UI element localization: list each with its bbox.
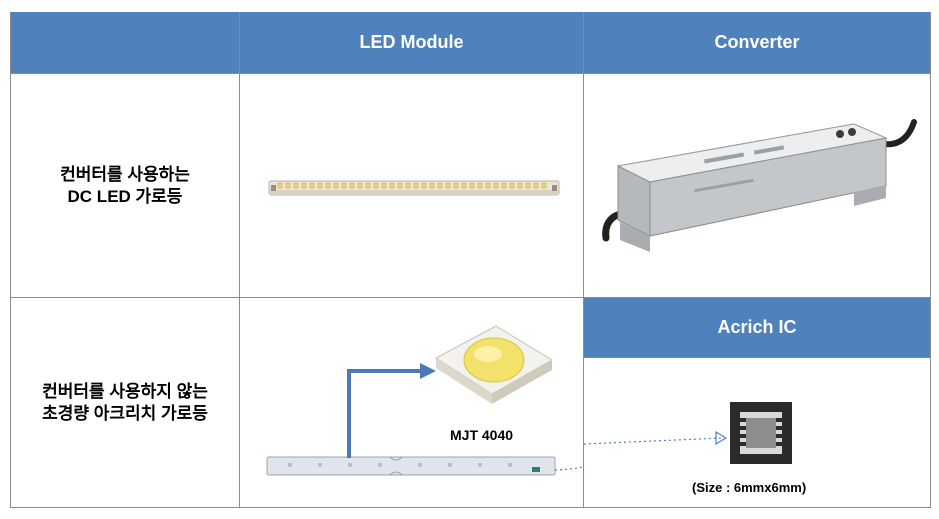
led-module-strip-image — [268, 180, 560, 196]
row-label-acrich: 컨버터를 사용하지 않는 초경량 아크리치 가로등 — [11, 298, 239, 507]
acrich-ic-image — [583, 402, 792, 464]
header-empty-cell — [11, 12, 239, 73]
header-acrich-ic: Acrich IC — [584, 298, 930, 357]
grid-vline-0 — [10, 12, 11, 507]
grid-hline-acrich — [583, 357, 931, 358]
grid-vline-2 — [583, 12, 584, 507]
header-led-module: LED Module — [240, 12, 583, 73]
row1-label-line1: 컨버터를 사용하는 — [60, 164, 190, 184]
row2-label-line1: 컨버터를 사용하지 않는 — [42, 381, 208, 401]
grid-vline-3 — [930, 12, 931, 507]
row1-label-line2: DC LED 가로등 — [67, 186, 183, 206]
led-module-cell — [240, 74, 583, 297]
grid-hline-row1 — [10, 297, 931, 298]
acrich-module-image: MJT 4040 — [266, 325, 711, 476]
grid-hline-bottom — [10, 507, 931, 508]
mjt-4040-caption: MJT 4040 — [450, 427, 513, 443]
converter-cell — [584, 74, 930, 297]
acrich-ic-size-caption: (Size : 6mmx6mm) — [692, 480, 807, 495]
acrich-ic-cell: (Size : 6mmx6mm) — [583, 358, 930, 507]
acrich-module-cell: MJT 4040 — [240, 298, 711, 507]
row-label-dc-led: 컨버터를 사용하는 DC LED 가로등 — [11, 74, 239, 297]
led-package-icon — [435, 325, 553, 404]
row2-label-line2: 초경량 아크리치 가로등 — [42, 403, 208, 423]
converter-image — [602, 119, 917, 252]
header-converter: Converter — [584, 12, 930, 73]
grid-vline-1 — [239, 12, 240, 507]
grid-hline-header — [10, 73, 931, 74]
